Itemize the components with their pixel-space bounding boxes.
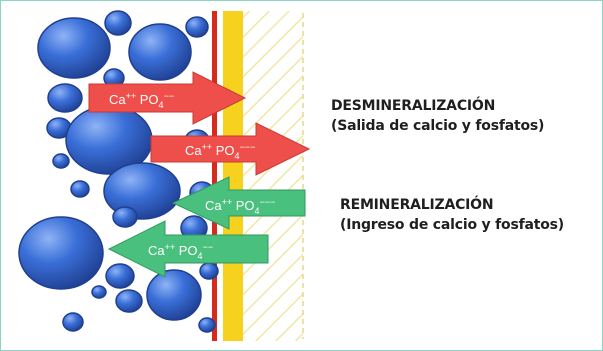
bubble — [146, 269, 202, 321]
bubble — [199, 262, 219, 280]
bubble — [198, 317, 216, 333]
bubble — [103, 162, 181, 220]
bubble — [105, 263, 135, 289]
yellow-membrane-band — [223, 11, 243, 341]
enamel-hatch-region — [243, 11, 303, 341]
remineralization-caption: REMINERALIZACIÓN (Ingreso de calcio y fo… — [340, 195, 564, 235]
ion-label: Ca++ PO4−−− — [205, 197, 275, 216]
ion-label: Ca++ PO4−− — [148, 242, 213, 261]
bubble — [18, 216, 104, 290]
demineralization-title: DESMINERALIZACIÓN — [331, 98, 496, 114]
remineralization-arrow-2: Ca++ PO4−− — [107, 220, 269, 278]
bubble — [115, 289, 143, 313]
bubble — [128, 23, 192, 81]
remineralization-arrow-1: Ca++ PO4−−− — [171, 176, 306, 230]
bubble — [47, 83, 83, 113]
demineralization-arrow-2: Ca++ PO4−−− — [150, 122, 311, 176]
ion-label: Ca++ PO4−−− — [185, 142, 255, 161]
demineralization-arrow-1: Ca++ PO4−− — [88, 71, 247, 125]
red-membrane-line — [212, 11, 217, 341]
bubble — [70, 180, 90, 198]
ion-label: Ca++ PO4−− — [109, 91, 174, 110]
demineralization-description: (Salida de calcio y fosfatos) — [331, 118, 545, 134]
bubble — [104, 10, 132, 36]
bubble — [52, 153, 70, 169]
bubble — [185, 16, 209, 38]
bubbles-group — [18, 10, 219, 333]
bubble — [62, 312, 84, 332]
bubble — [91, 285, 107, 299]
remineralization-title: REMINERALIZACIÓN — [340, 197, 494, 213]
bubble — [112, 206, 138, 228]
demineralization-caption: DESMINERALIZACIÓN (Salida de calcio y fo… — [331, 96, 544, 136]
bubble — [37, 17, 111, 79]
remineralization-description: (Ingreso de calcio y fosfatos) — [340, 217, 564, 233]
